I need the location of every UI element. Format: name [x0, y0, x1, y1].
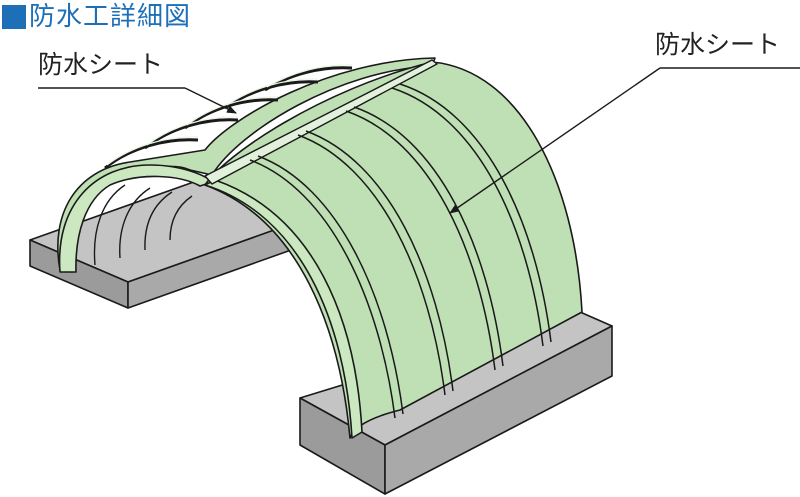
back-arch-seam-highlights	[106, 64, 353, 166]
ridge-overlap-strip	[204, 59, 438, 185]
label-waterproof-sheet-right: 防水シート	[655, 30, 781, 59]
leader-line-right	[449, 67, 800, 214]
leader-line-left-arrow	[184, 87, 237, 114]
front-sheet-end-edge	[204, 179, 363, 439]
leader-line-right-arrow	[449, 67, 661, 214]
leader-line-left	[38, 87, 237, 114]
diagram-title: 防水工詳細図	[2, 0, 191, 34]
front-arch-ribs	[249, 83, 552, 419]
right-footing-side	[384, 325, 613, 495]
title-square-icon	[2, 5, 26, 29]
front-arch-sheet	[204, 59, 583, 439]
diagram-title-text: 防水工詳細図	[29, 2, 192, 32]
label-waterproof-sheet-left: 防水シート	[38, 50, 164, 79]
back-arch-interior-ribs	[93, 184, 193, 266]
